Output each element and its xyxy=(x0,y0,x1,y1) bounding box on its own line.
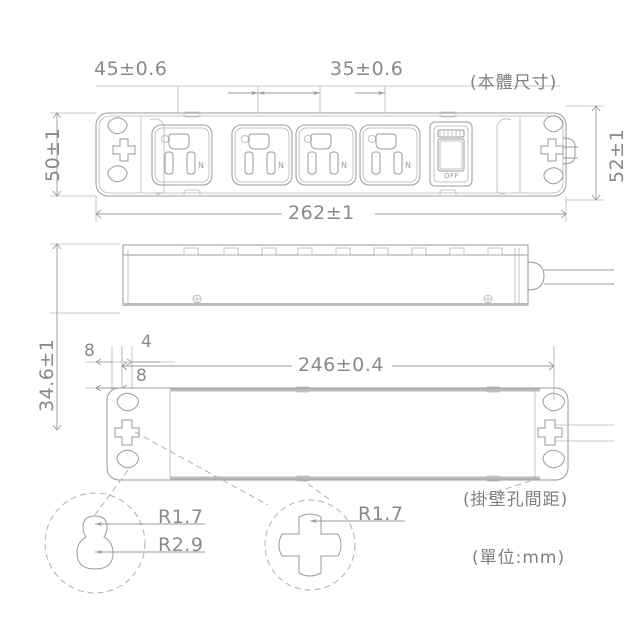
svg-text:N: N xyxy=(341,161,347,170)
bottom-mount-holes-left xyxy=(114,392,140,469)
side-view-group xyxy=(50,243,614,431)
detail-label-cross-hole-r: R1.7 xyxy=(358,503,404,525)
svg-text:N: N xyxy=(278,161,284,170)
power-cable xyxy=(514,248,614,305)
dim-body-length xyxy=(95,196,567,222)
note-unit: (單位:mm) xyxy=(472,548,566,568)
cross-hole-detail-group xyxy=(264,499,405,591)
outlet-group: N N xyxy=(151,124,421,186)
dim-label-hole-gap: 4 xyxy=(141,332,153,352)
dim-label-outlet-pitch-first: 45±0.6 xyxy=(94,58,168,80)
svg-text:N: N xyxy=(198,161,204,170)
dim-label-body-width-left: 50±1 xyxy=(42,127,64,182)
bottom-view-group xyxy=(85,346,614,516)
mount-holes-left xyxy=(107,117,136,183)
switch-off-label: OFF xyxy=(444,172,460,180)
svg-text:N: N xyxy=(405,161,411,170)
dim-body-height xyxy=(50,243,120,431)
detail-label-keyhole-r-large: R2.9 xyxy=(158,534,204,556)
dim-label-body-length: 262±1 xyxy=(288,202,355,224)
bottom-mount-holes-right xyxy=(537,346,614,469)
dim-label-body-height: 34.6±1 xyxy=(36,338,58,412)
detail-callouts xyxy=(44,492,405,594)
dim-label-body-width-right: 52±1 xyxy=(606,128,628,183)
dim-label-edge-offset-inner: 8 xyxy=(136,366,148,386)
outlet-3: N xyxy=(295,124,357,186)
dim-body-width-left xyxy=(50,112,96,197)
dim-label-edge-offset-left: 8 xyxy=(84,341,96,361)
dim-label-outlet-pitch-next: 35±0.6 xyxy=(330,58,404,80)
mount-holes-right xyxy=(496,115,578,195)
keyhole-detail-group xyxy=(44,492,205,594)
note-hole-spacing: (掛壁孔間距) xyxy=(463,490,569,510)
outlet-4: N xyxy=(359,124,421,186)
top-view-group: N N xyxy=(50,85,604,222)
detail-label-keyhole-r-small: R1.7 xyxy=(158,506,204,528)
side-screws xyxy=(192,294,493,304)
outlet-1: N xyxy=(151,124,213,186)
dim-label-hole-spacing: 246±0.4 xyxy=(298,354,384,376)
note-body-dimensions: (本體尺寸) xyxy=(470,73,558,93)
outlet-2: N xyxy=(231,124,293,186)
power-switch xyxy=(429,121,473,187)
side-top-tabs xyxy=(183,247,503,256)
dim-body-width-right xyxy=(566,105,604,201)
